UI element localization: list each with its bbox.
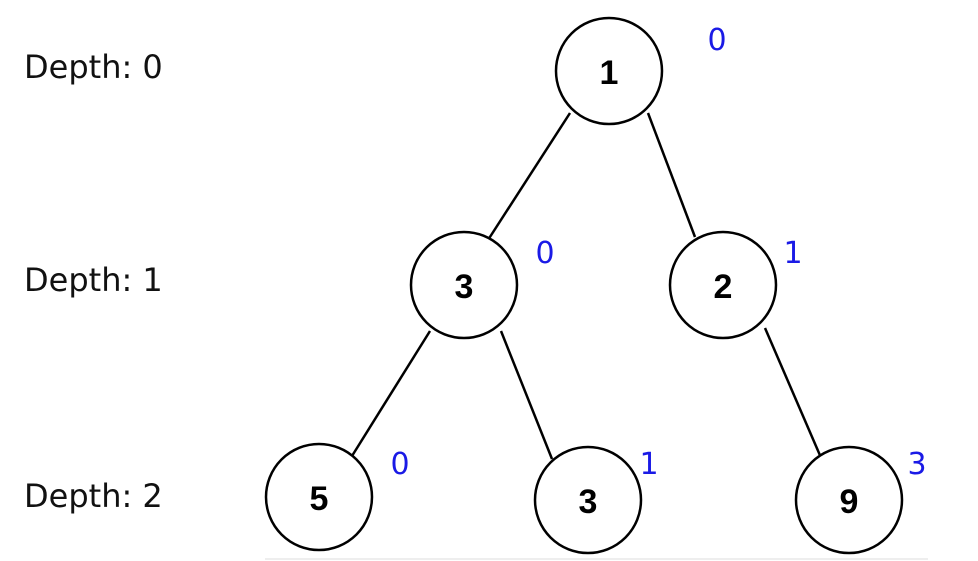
index-label: 0	[535, 236, 554, 271]
tree-node: 5	[264, 442, 374, 552]
node-value: 3	[579, 483, 598, 521]
node-circle	[668, 230, 778, 340]
node-value: 5	[310, 480, 329, 518]
node-value: 2	[714, 268, 733, 306]
index-label: 0	[707, 23, 726, 58]
node-circle	[554, 16, 664, 126]
tree-node: 3	[409, 230, 519, 340]
edge-1-3	[486, 112, 572, 241]
node-value: 9	[840, 483, 859, 521]
edge-3-3	[499, 330, 554, 460]
index-label: 0	[390, 447, 409, 482]
index-label: 1	[783, 236, 802, 271]
node-circle	[264, 442, 374, 552]
depth-label-0: Depth: 0	[24, 48, 163, 86]
tree-node: 2	[668, 230, 778, 340]
edge-2-9	[763, 327, 824, 461]
node-circle	[533, 445, 643, 555]
depth-label-2: Depth: 2	[24, 477, 163, 515]
index-label: 1	[639, 447, 658, 482]
node-value: 1	[600, 54, 619, 92]
tree-node: 9	[794, 445, 904, 555]
node-circle	[794, 445, 904, 555]
node-value: 3	[455, 268, 474, 306]
index-label: 3	[907, 447, 926, 482]
node-circle	[409, 230, 519, 340]
tree-node: 1	[554, 16, 664, 126]
tree-node: 3	[533, 445, 643, 555]
edge-3-5	[350, 330, 432, 457]
depth-label-1: Depth: 1	[24, 261, 163, 299]
edge-1-2	[646, 112, 697, 238]
